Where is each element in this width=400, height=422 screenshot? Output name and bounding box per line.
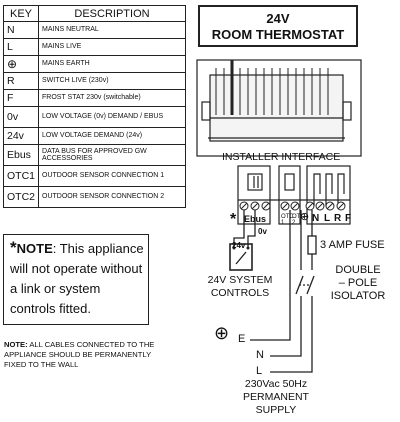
supply-label-line3: SUPPLY [255,404,297,416]
table-row: 24v LOW VOLTAGE DEMAND (24v) [2,127,186,145]
table-row: Ebus DATA BUS FOR APPROVED GW ACCESSORIE… [2,144,186,166]
v0-label: 0v [258,227,267,236]
note-label: NOTE [16,241,53,256]
isolator-label-line3: ISOLATOR [330,290,386,302]
supply-label: 230Vac 50Hz PERMANENT SUPPLY [226,378,326,417]
neutral-wire [270,210,302,357]
supply-label-line1: 230Vac 50Hz [244,378,308,390]
system-controls-line2: CONTROLS [210,287,270,299]
note-text: : This appliance will not operate withou… [10,241,144,316]
pcb-board [209,74,344,142]
f-terminal-label: F [345,213,352,224]
mains-terminal-block [306,165,351,225]
isolator-label-line1: DOUBLE [335,264,381,276]
system-controls-switch-box [229,243,253,271]
earth-wire [250,210,291,341]
controls-wire-0v [247,210,256,248]
table-row: OTC2 OUTDOOR SENSOR CONNECTION 2 [2,186,186,208]
note-box: *NOTE: This appliance will not operate w… [3,234,149,325]
ebus-terminal-label: Ebus [244,214,267,224]
otc2-terminal-label: OTC 2 [292,214,305,226]
r-terminal-label: R [334,213,342,224]
cables-note-text: ALL CABLES CONNECTED TO THE APPLIANCE SH… [4,340,155,369]
key-cell: OTC2 [2,186,40,208]
fuse-label: 3 AMP FUSE [320,239,385,251]
controls-wire-24v [233,210,245,248]
supply-n-label: N [256,349,264,361]
thermostat-title-box: 24V ROOM THERMOSTAT [198,5,358,47]
key-table: KEY DESCRIPTION N MAINS NEUTRAL L MAINS … [2,5,186,208]
supply-l-label: L [256,365,263,377]
cables-note-label: NOTE: [4,340,28,349]
note-star: * [10,238,17,257]
l-terminal-label: L [324,213,331,224]
table-row: ⊕ MAINS EARTH [2,55,186,73]
key-cell: Ebus [2,144,40,166]
thermostat-title-line1: 24V [266,11,290,26]
description-cell: OUTDOOR SENSOR CONNECTION 2 [38,186,186,208]
isolator-switch-l [306,275,315,295]
isolator-label: DOUBLE – POLE ISOLATOR [318,264,398,303]
v24-label: 24v [232,241,246,250]
earth-terminal-label: ⊕ [300,211,310,223]
star-marker: * [230,211,237,228]
isolator-label-line2: – POLE [338,277,378,289]
key-cell: 24v [2,127,40,145]
appliance-casing [196,59,362,157]
pcb-pins [215,68,329,115]
screw-terminals [239,201,346,211]
earth-symbol-icon: ⊕ [214,323,230,343]
ebus-terminal-block [237,165,271,225]
cables-note: NOTE: ALL CABLES CONNECTED TO THE APPLIA… [4,340,174,370]
n-terminal-label: N [312,213,320,224]
thermostat-title-line2: ROOM THERMOSTAT [211,27,345,42]
installer-interface-label: INSTALLER INTERFACE [222,151,341,163]
otc1-terminal-label: OTC 1 [281,214,294,226]
supply-label-line2: PERMANENT [243,391,309,403]
supply-earth-label: E [238,333,246,345]
fuse [307,235,317,255]
system-controls-label: 24V SYSTEM CONTROLS [198,274,282,300]
key-cell: OTC1 [2,165,40,187]
live-wire [270,210,313,373]
system-controls-line1: 24V SYSTEM [207,274,273,286]
